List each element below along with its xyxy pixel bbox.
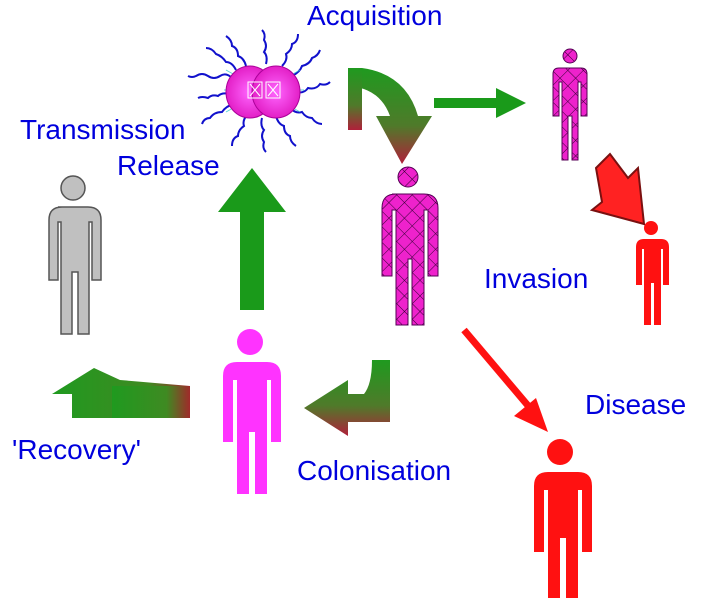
disease-label: Disease <box>585 389 687 420</box>
invasion-person-figure <box>636 221 669 325</box>
acquisition-curved-arrow <box>348 68 432 164</box>
disease-person-figure <box>534 439 592 598</box>
invasion-arrow <box>589 152 646 226</box>
disease-arrow <box>461 327 548 432</box>
acquisition-arrow-right <box>434 88 526 118</box>
colonisation-label: Colonisation <box>297 455 452 486</box>
invasion-label: Invasion <box>484 263 589 294</box>
colonisation-curved-arrow <box>304 360 390 436</box>
release-label: Release <box>117 150 220 181</box>
healthy-person-figure <box>48 175 102 335</box>
colonised-person-figure <box>223 329 281 494</box>
acquisition-label: Acquisition <box>307 0 443 31</box>
release-arrow <box>218 168 286 310</box>
recovery-arrow <box>52 368 190 418</box>
small-carrier-figure <box>552 48 588 161</box>
transmission-label: Transmission <box>20 114 186 145</box>
carrier-figure <box>381 166 439 326</box>
recovery-label: 'Recovery' <box>12 434 141 465</box>
bacterium-icon <box>187 29 331 153</box>
